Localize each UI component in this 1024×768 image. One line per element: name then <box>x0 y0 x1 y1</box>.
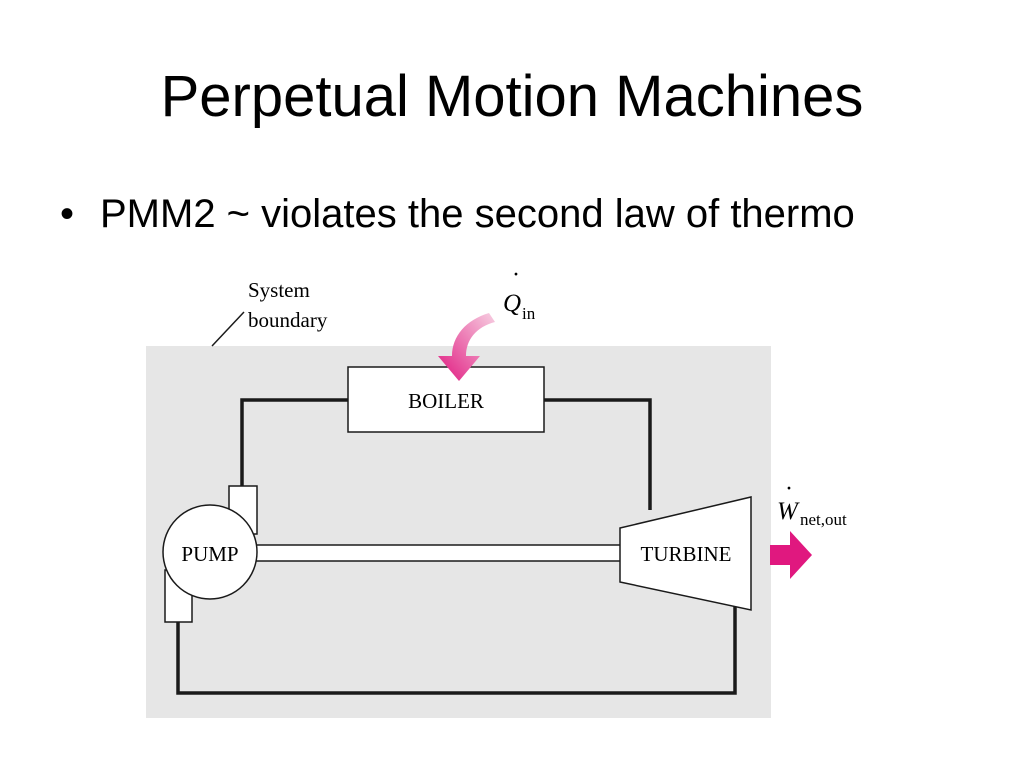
heat-in-dot: · <box>512 262 520 288</box>
heat-in-subscript: in <box>522 304 536 323</box>
system-boundary-label-line1: System <box>248 278 310 302</box>
work-out-subscript: net,out <box>800 510 847 529</box>
work-output-arrow <box>770 531 812 579</box>
bullet-text: PMM2 ~ violates the second law of thermo <box>100 192 855 236</box>
heat-input-arrow <box>438 313 495 381</box>
system-boundary-leader <box>211 311 245 347</box>
pipe-pump-to-boiler <box>240 398 348 486</box>
shaft <box>254 544 626 562</box>
boiler-label: BOILER <box>408 389 484 413</box>
boiler <box>347 366 545 433</box>
work-out-dot: · <box>785 476 793 502</box>
work-out-symbol: W <box>777 498 800 525</box>
turbine-label: TURBINE <box>641 542 732 566</box>
turbine <box>619 496 752 611</box>
pump-label: PUMP <box>181 542 238 566</box>
pump <box>162 504 258 600</box>
pipe-turbine-to-pump <box>176 598 737 695</box>
pipe-boiler-to-turbine <box>544 398 652 510</box>
bullet-symbol: • <box>60 192 75 236</box>
system-boundary-label-line2: boundary <box>248 308 328 332</box>
bullet-item: • PMM2 ~ violates the second law of therm… <box>60 186 855 242</box>
heat-in-symbol: Q <box>503 290 521 317</box>
slide-title: Perpetual Motion Machines <box>160 64 864 129</box>
